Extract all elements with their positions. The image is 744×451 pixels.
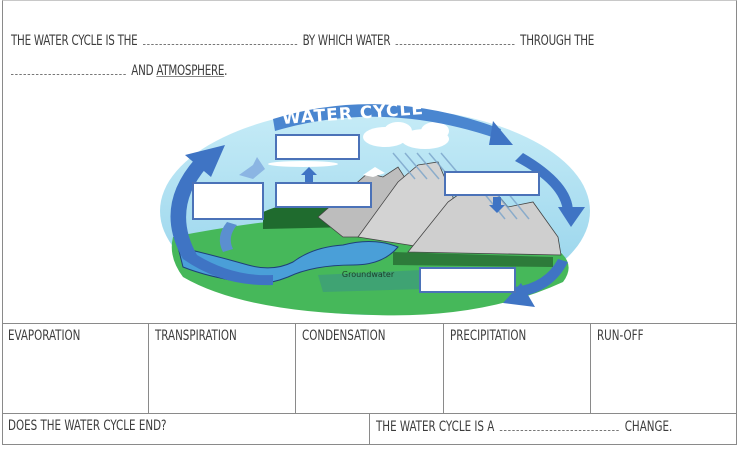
intro-text-3: THROUGH THE <box>520 33 595 49</box>
small-arrow-transpire <box>219 222 237 252</box>
question-change-text-1: THE WATER CYCLE IS A <box>376 419 495 435</box>
right-arrowhead <box>558 207 585 227</box>
bottom-arrowhead <box>503 283 535 307</box>
snow-cap <box>363 167 385 177</box>
intro-sentence-line-2: AND ATMOSPHERE. <box>11 62 227 79</box>
bottom-right-arc-arrow <box>515 259 568 297</box>
worksheet-page: THE WATER CYCLE IS THE BY WHICH WATER TH… <box>2 0 737 445</box>
question-cell-change[interactable]: THE WATER CYCLE IS A CHANGE. <box>370 414 737 445</box>
left-arrowhead <box>185 145 225 177</box>
water-cycle-illustration: WATER CYCLE Groundwater <box>160 99 590 316</box>
term-label: CONDENSATION <box>302 328 386 344</box>
clouds <box>268 122 449 167</box>
label-box-precipitation[interactable] <box>444 171 540 196</box>
right-arc-arrow <box>515 153 573 212</box>
question-change-text-2: CHANGE. <box>624 419 673 435</box>
term-label: PRECIPITATION <box>449 328 526 344</box>
question-change-text: THE WATER CYCLE IS A CHANGE. <box>376 418 672 435</box>
term-cell-evaporation[interactable]: EVAPORATION <box>2 324 150 413</box>
question-cell-end[interactable]: DOES THE WATER CYCLE END? <box>2 414 370 445</box>
question-end-text: DOES THE WATER CYCLE END? <box>8 418 167 434</box>
term-cell-precipitation[interactable]: PRECIPITATION <box>444 324 591 413</box>
top-arc-arrow <box>273 104 501 139</box>
intro-text-period: . <box>224 63 228 79</box>
term-cell-transpiration[interactable]: TRANSPIRATION <box>149 324 297 413</box>
small-arrow-down <box>489 197 505 213</box>
intro-text-2: BY WHICH WATER <box>302 33 391 49</box>
rain <box>392 152 530 220</box>
label-box-condensation[interactable] <box>275 134 360 160</box>
groundwater-label: Groundwater <box>342 270 395 279</box>
intro-text-1: THE WATER CYCLE IS THE <box>11 33 138 49</box>
mountain-right <box>407 176 562 256</box>
term-label: TRANSPIRATION <box>155 328 237 344</box>
question-row: DOES THE WATER CYCLE END? THE WATER CYCL… <box>2 414 737 445</box>
term-cell-runoff[interactable]: RUN-OFF <box>591 324 737 413</box>
left-arc-arrow <box>170 159 273 286</box>
label-box-transpiration[interactable] <box>275 182 372 208</box>
small-arrow-up <box>301 167 317 183</box>
term-label: RUN-OFF <box>596 328 644 344</box>
term-label: EVAPORATION <box>8 328 81 344</box>
label-box-evaporation[interactable] <box>192 182 264 220</box>
cycle-arrows <box>170 104 585 307</box>
vocabulary-row: EVAPORATION TRANSPIRATION CONDENSATION P… <box>2 323 737 414</box>
blank-earth[interactable] <box>11 62 126 75</box>
water-cycle-diagram: WATER CYCLE Groundwater <box>153 87 593 319</box>
intro-text-4: AND <box>131 63 154 79</box>
blank-moves[interactable] <box>395 32 515 45</box>
vocabulary-table: EVAPORATION TRANSPIRATION CONDENSATION P… <box>2 323 737 445</box>
top-arrowhead <box>489 121 513 145</box>
intro-sentence-line-1: THE WATER CYCLE IS THE BY WHICH WATER TH… <box>11 32 594 49</box>
term-cell-condensation[interactable]: CONDENSATION <box>296 324 444 413</box>
label-box-runoff[interactable] <box>419 267 516 293</box>
small-arrow-evap <box>239 157 265 179</box>
blank-process[interactable] <box>142 32 298 45</box>
forest-right <box>393 252 553 267</box>
blank-change-type[interactable] <box>500 418 619 431</box>
intro-text-atmosphere: ATMOSPHERE <box>156 63 225 79</box>
